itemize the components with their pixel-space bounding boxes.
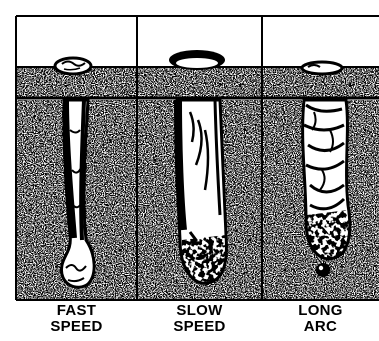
label-long-arc: LONG ARC [262, 303, 379, 335]
label-slow-speed-line1: SLOW [137, 303, 262, 319]
fast-speed-bead-top [55, 58, 91, 74]
label-slow-speed-line2: SPEED [137, 319, 262, 335]
label-fast-speed-line1: FAST [16, 303, 137, 319]
label-fast-speed-line2: SPEED [16, 319, 137, 335]
slow-speed-bead-top [169, 50, 225, 70]
label-fast-speed: FAST SPEED [16, 303, 137, 335]
label-long-arc-line2: ARC [262, 319, 379, 335]
label-long-arc-line1: LONG [262, 303, 379, 319]
long-arc-bead-top [302, 62, 342, 74]
label-slow-speed: SLOW SPEED [137, 303, 262, 335]
slow-speed-penetration [177, 100, 227, 283]
